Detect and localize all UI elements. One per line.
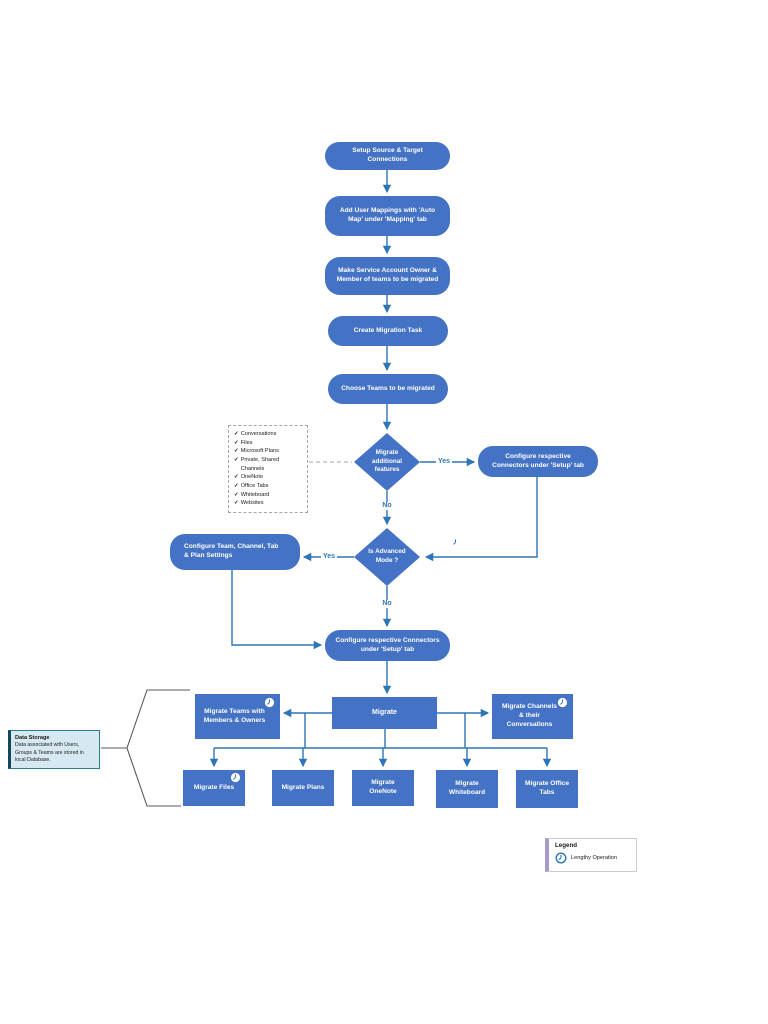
- node-label: Make Service Account Owner & Member of t…: [336, 267, 439, 283]
- edge-label-yes: Yes: [435, 458, 453, 466]
- node-configure-settings: Configure Team, Channel, Tab & Plan Sett…: [170, 534, 461, 570]
- node-label: Migrate Whiteboard: [448, 780, 486, 796]
- node-label: Configure respective Connectors under 'S…: [335, 636, 440, 653]
- check-icon: ✓: [234, 456, 239, 463]
- check-icon: ✓: [234, 474, 239, 481]
- clock-icon: [264, 697, 275, 708]
- callout-title: Data Storage: [15, 735, 50, 741]
- node-label: Setup Source & Target Connections: [352, 147, 423, 163]
- checklist-item: ✓Websites: [234, 500, 264, 507]
- node-migrate: Migrate: [332, 697, 437, 729]
- clock-icon: [230, 772, 241, 783]
- node-migrate-whiteboard: Migrate Whiteboard: [436, 770, 498, 808]
- checklist-item: ✓Office Tabs: [234, 482, 269, 489]
- node-migrate-plans: Migrate Plans: [272, 770, 334, 806]
- node-label: Add User Mappings with 'Auto Map' under …: [339, 207, 436, 223]
- check-icon: ✓: [234, 439, 239, 446]
- node-label: Configure Team, Channel, Tab & Plan Sett…: [184, 543, 279, 559]
- edge-label-no: No: [380, 600, 394, 608]
- legend-item-label: Lengthy Operation: [571, 855, 618, 861]
- node-user-mappings: Add User Mappings with 'Auto Map' under …: [325, 196, 450, 236]
- legend: Legend Lengthy Operation: [545, 838, 637, 872]
- brace-bracket: [101, 689, 190, 807]
- decision-advanced-mode: Is Advanced Mode ?: [354, 528, 420, 586]
- node-migrate-office-tabs: Migrate Office Tabs: [516, 770, 578, 808]
- node-label: Migrate: [372, 709, 397, 717]
- node-service-account: Make Service Account Owner & Member of t…: [325, 257, 450, 295]
- callout-body: Data associated with Users, Groups & Tea…: [15, 742, 84, 764]
- checklist-item: ✓Private, Shared Channels: [234, 456, 280, 472]
- checklist-item: ✓OneNote: [234, 474, 264, 481]
- check-icon: ✓: [234, 431, 239, 437]
- node-label: Configure respective Connectors under 'S…: [492, 452, 584, 469]
- clock-icon: [555, 852, 567, 864]
- check-icon: ✓: [234, 500, 239, 507]
- node-migrate-files: Migrate Files: [183, 770, 245, 806]
- checklist-item: ✓Conversations: [234, 431, 277, 437]
- node-configure-connectors-top: Configure respective Connectors under 'S…: [478, 446, 598, 477]
- clock-icon: [557, 697, 568, 708]
- check-icon: ✓: [234, 448, 239, 455]
- node-label: Migrate OneNote: [369, 779, 397, 795]
- node-label: Migrate Teams with Members & Owners: [203, 707, 266, 724]
- node-configure-connectors-bottom: Configure respective Connectors under 'S…: [325, 630, 450, 661]
- node-label: Migrate Channels & their Conversations: [502, 703, 557, 728]
- checklist-item: ✓Whiteboard: [234, 491, 270, 498]
- node-migrate-onenote: Migrate OneNote: [352, 770, 414, 806]
- edge-label-no: No: [380, 502, 394, 510]
- clock-icon: [450, 537, 461, 548]
- legend-title: Legend: [555, 842, 578, 849]
- check-icon: ✓: [234, 491, 239, 498]
- decision-migrate-additional-features: Migrate additional features: [354, 433, 420, 491]
- node-label: Create Migration Task: [353, 326, 423, 334]
- features-checklist: ✓Conversations ✓Files ✓Microsoft Plans ✓…: [228, 425, 308, 513]
- decision-label: Migrate additional features: [371, 448, 403, 474]
- edge-label-yes: Yes: [320, 553, 338, 561]
- checklist-item: ✓Microsoft Plans: [234, 448, 279, 455]
- node-migrate-channels: Migrate Channels & their Conversations: [492, 694, 573, 739]
- node-label: Migrate Files: [193, 783, 235, 791]
- node-choose-teams: Choose Teams to be migrated: [328, 374, 448, 404]
- legend-row: Lengthy Operation: [555, 852, 630, 864]
- node-label: Migrate Plans: [281, 783, 325, 791]
- check-icon: ✓: [234, 482, 239, 489]
- node-label: Choose Teams to be migrated: [341, 384, 435, 392]
- data-storage-callout: Data Storage Data associated with Users,…: [8, 730, 100, 769]
- checklist-item: ✓Files: [234, 439, 253, 446]
- node-label: Migrate Office Tabs: [525, 780, 569, 796]
- decision-label: Is Advanced Mode ?: [368, 548, 406, 564]
- node-migrate-teams: Migrate Teams with Members & Owners: [195, 694, 280, 739]
- node-create-migration-task: Create Migration Task: [328, 316, 448, 346]
- node-setup-connections: Setup Source & Target Connections: [325, 142, 450, 170]
